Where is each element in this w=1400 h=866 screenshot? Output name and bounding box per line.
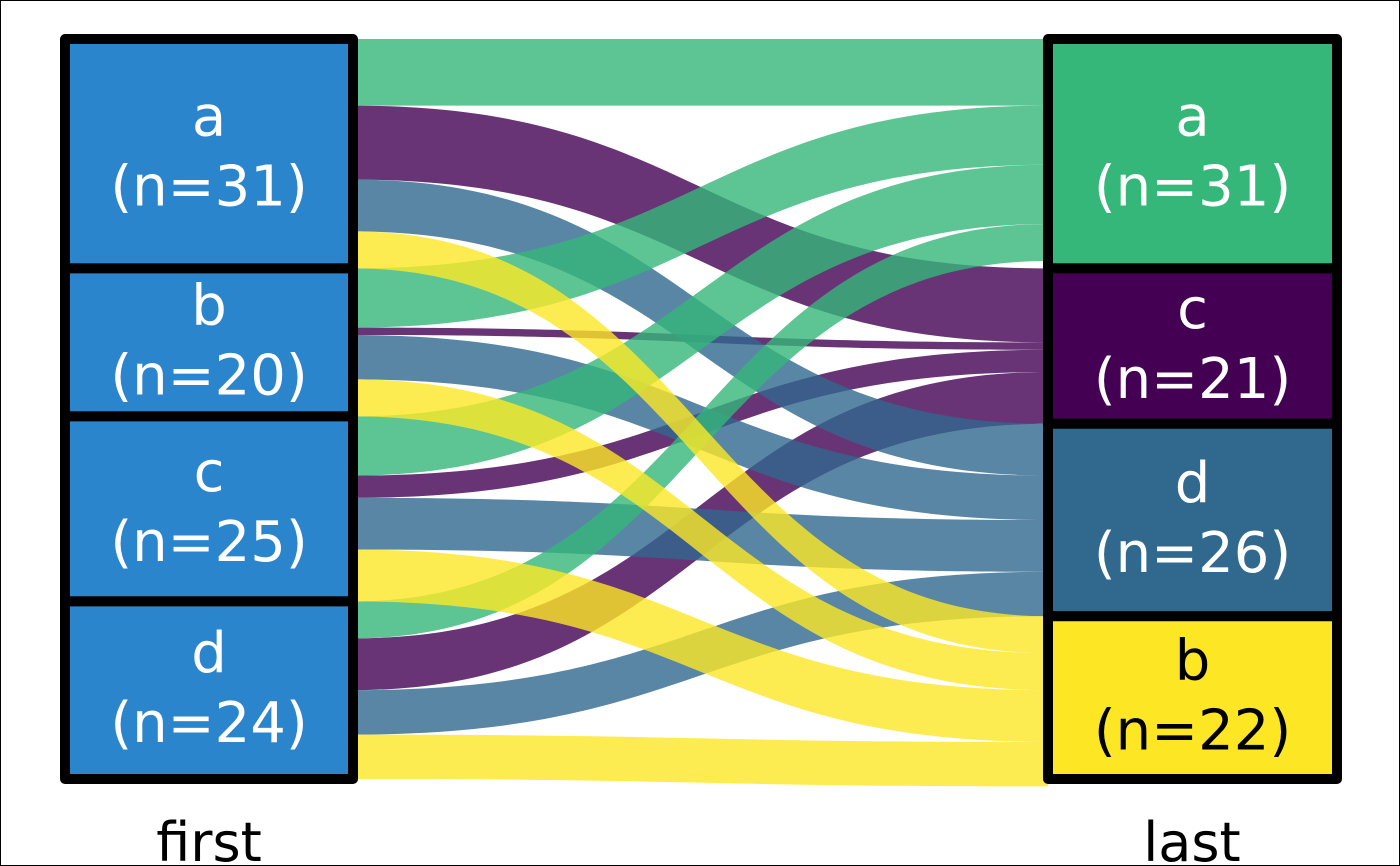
stratum-last-a: a(n=31) (1043, 34, 1342, 274)
stratum-first-d: d(n=24) (60, 596, 358, 785)
stratum-box-last-b (1043, 611, 1342, 785)
stratum-first-b: b(n=20) (60, 263, 358, 422)
stratum-first-c: c(n=25) (60, 411, 358, 607)
stratum-label-first-a: a (192, 85, 226, 150)
stratum-count-first-a: (n=31) (110, 155, 307, 220)
flow-a-to-b (353, 231, 1048, 654)
stratum-count-first-b: (n=20) (110, 343, 307, 408)
axis-label-last: last (1143, 811, 1240, 866)
stratum-label-last-b: b (1175, 629, 1211, 694)
stratum-last-c: c(n=21) (1043, 263, 1342, 429)
stratum-label-last-a: a (1175, 85, 1209, 150)
stratum-last-b: b(n=22) (1043, 611, 1342, 785)
stratum-count-last-d: (n=26) (1094, 521, 1291, 586)
strata-group: a(n=31)b(n=20)c(n=25)d(n=24)a(n=31)c(n=2… (60, 34, 1342, 785)
stratum-label-first-c: c (194, 440, 225, 505)
stratum-box-last-a (1043, 34, 1342, 274)
flows-group (353, 39, 1048, 787)
flow-c-to-b (353, 549, 1048, 742)
stratum-label-last-c: c (1177, 277, 1208, 342)
stratum-label-first-b: b (191, 273, 227, 338)
stratum-box-first-c (60, 411, 358, 607)
stratum-box-first-a (60, 34, 358, 274)
flow-a-to-a (353, 39, 1048, 106)
flow-c-to-a (353, 164, 1048, 476)
stratum-label-first-d: d (191, 621, 227, 686)
flow-d-to-b (353, 734, 1048, 787)
stratum-box-last-d (1043, 418, 1342, 622)
stratum-count-first-d: (n=24) (110, 691, 307, 756)
stratum-count-first-c: (n=25) (110, 510, 307, 575)
flow-b-to-b (353, 379, 1048, 691)
stratum-count-last-c: (n=21) (1094, 347, 1291, 412)
stratum-box-last-c (1043, 263, 1342, 429)
stratum-last-d: d(n=26) (1043, 418, 1342, 622)
flow-b-to-a (353, 105, 1048, 328)
stratum-count-last-b: (n=22) (1094, 699, 1291, 764)
axis-label-first: first (156, 811, 262, 866)
stratum-label-last-d: d (1175, 451, 1211, 516)
stratum-box-first-d (60, 596, 358, 785)
stratum-first-a: a(n=31) (60, 34, 358, 274)
stratum-box-first-b (60, 263, 358, 422)
stratum-count-last-a: (n=31) (1094, 155, 1291, 220)
